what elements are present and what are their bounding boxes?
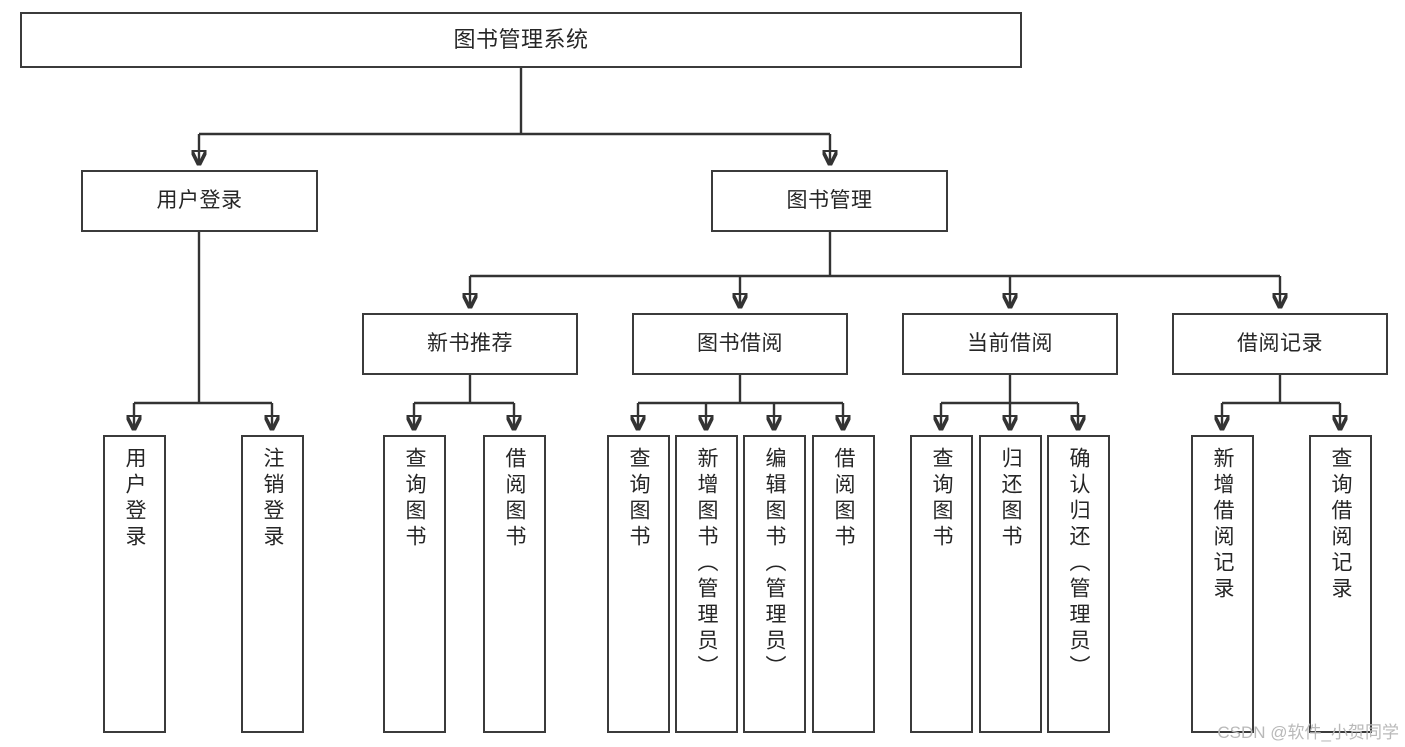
node-label: 图书管理 [786, 189, 873, 213]
csdn-watermark: CSDN @软件_小贺同学 [1217, 723, 1399, 742]
node-label: 查询借阅记录 [1329, 447, 1352, 603]
node-label: 借阅记录 [1237, 332, 1323, 356]
node-label: 借阅图书 [503, 447, 526, 551]
leaf-user-logout[interactable]: 注销登录 [241, 435, 304, 733]
leaf-query-book-borrow[interactable]: 查询图书 [607, 435, 670, 733]
node-label: 查询图书 [930, 447, 953, 551]
node-label: 借阅图书 [832, 447, 855, 551]
node-book-borrow[interactable]: 图书借阅 [632, 313, 848, 375]
leaf-query-borrow-record[interactable]: 查询借阅记录 [1309, 435, 1372, 733]
node-label: 新书推荐 [427, 332, 513, 356]
leaf-query-book-recommend[interactable]: 查询图书 [383, 435, 446, 733]
leaf-query-book-current[interactable]: 查询图书 [910, 435, 973, 733]
node-label: 查询图书 [403, 447, 426, 551]
node-book-management[interactable]: 图书管理 [711, 170, 948, 232]
leaf-add-borrow-record[interactable]: 新增借阅记录 [1191, 435, 1254, 733]
node-root-book-management-system[interactable]: 图书管理系统 [20, 12, 1022, 68]
leaf-borrow-book[interactable]: 借阅图书 [812, 435, 875, 733]
leaf-add-book-admin[interactable]: 新增图书（管理员） [675, 435, 738, 733]
node-label: 新增图书（管理员） [695, 447, 718, 681]
node-label: 用户登录 [123, 447, 146, 551]
node-label: 注销登录 [261, 447, 284, 551]
leaf-user-login[interactable]: 用户登录 [103, 435, 166, 733]
node-new-book-recommend[interactable]: 新书推荐 [362, 313, 578, 375]
node-label: 用户登录 [156, 189, 243, 213]
node-user-login[interactable]: 用户登录 [81, 170, 318, 232]
leaf-confirm-return-admin[interactable]: 确认归还（管理员） [1047, 435, 1110, 733]
node-label: 图书借阅 [697, 332, 783, 356]
node-label: 归还图书 [999, 447, 1022, 551]
node-borrow-record[interactable]: 借阅记录 [1172, 313, 1388, 375]
leaf-edit-book-admin[interactable]: 编辑图书（管理员） [743, 435, 806, 733]
leaf-return-book[interactable]: 归还图书 [979, 435, 1042, 733]
node-label: 查询图书 [627, 447, 650, 551]
node-label: 编辑图书（管理员） [763, 447, 786, 681]
leaf-borrow-book-recommend[interactable]: 借阅图书 [483, 435, 546, 733]
node-label: 图书管理系统 [453, 26, 589, 52]
node-label: 确认归还（管理员） [1067, 447, 1090, 681]
node-label: 当前借阅 [967, 332, 1053, 356]
node-label: 新增借阅记录 [1211, 447, 1234, 603]
node-current-borrow[interactable]: 当前借阅 [902, 313, 1118, 375]
